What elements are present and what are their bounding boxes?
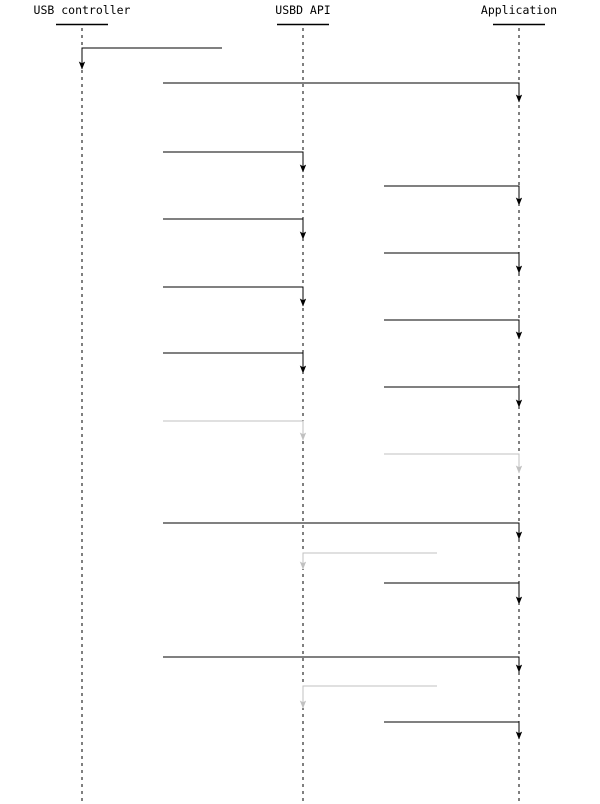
connection-interrupt-handler-1-to-usbd-attach bbox=[299, 552, 437, 570]
connection-usbd-attach-to-callback-suspend-2 bbox=[384, 582, 523, 605]
connection-irq-handler-3-to-callback-suspend-1 bbox=[384, 319, 523, 340]
connection-usbd-init-to-initialization bbox=[78, 47, 222, 70]
connection-irq-handler-1-to-callback-reset bbox=[384, 185, 523, 206]
lifelines-layer bbox=[81, 28, 520, 802]
lane-headers: USB controller USBD API Application bbox=[34, 3, 557, 26]
lane-header-label-application: Application bbox=[481, 3, 557, 17]
connection-bus-idle-to-irq-handler-3 bbox=[163, 286, 307, 307]
connection-irq-handler-4-to-callback-resume-1 bbox=[384, 386, 523, 408]
connection-interrupt-handler-2-to-usbd-detach bbox=[299, 685, 437, 709]
connection-start-of-usb-frame-to-irq-handler-5 bbox=[163, 420, 307, 441]
lane-header-label-usbd-api: USBD API bbox=[275, 3, 330, 17]
lane-header-label-usb-controller: USB controller bbox=[34, 3, 131, 17]
connections-layer bbox=[78, 47, 523, 740]
connection-setup-received-to-irq-handler-2 bbox=[163, 218, 307, 240]
connection-end-of-bus-reset-to-irq-handler-1 bbox=[163, 151, 307, 173]
connection-cable-disconnected-to-interrupt-handler-1 bbox=[163, 522, 523, 540]
connection-cable-connected-to-interrupt-handler-2 bbox=[163, 656, 523, 673]
connection-initialization-to-callback-init bbox=[163, 82, 523, 103]
connection-bus-activity-to-irq-handler-4 bbox=[163, 352, 307, 374]
connection-irq-handler-2-to-callback-newrequest bbox=[384, 252, 523, 274]
connection-usbd-detach-to-callback-resume-2 bbox=[384, 721, 523, 740]
connection-irq-handler-5-to-callback-startofframe bbox=[384, 453, 523, 474]
